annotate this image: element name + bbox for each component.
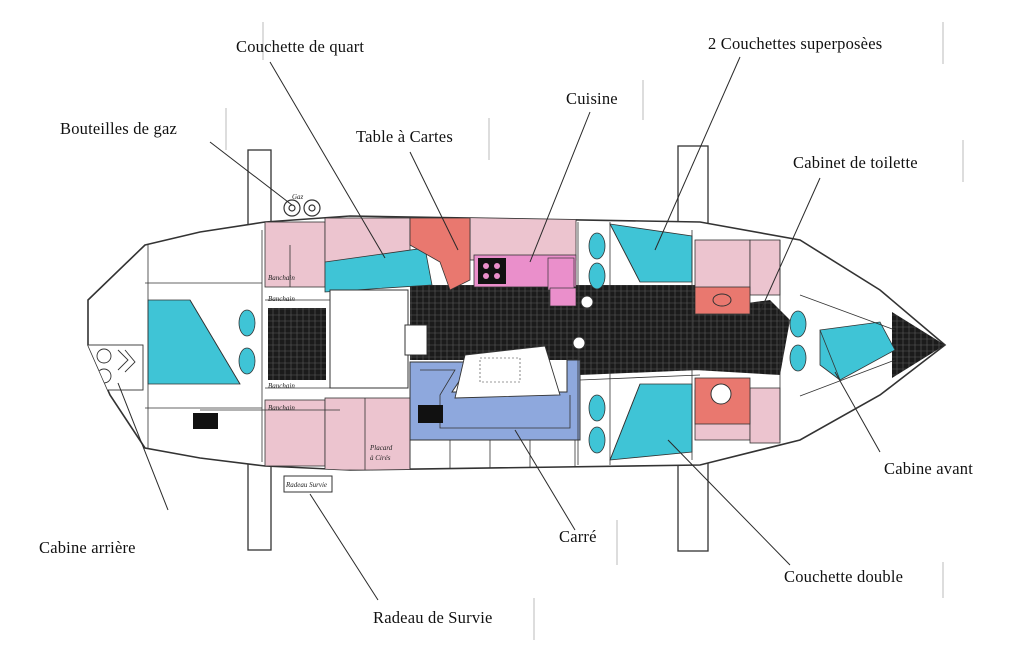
label-cabine-avant: Cabine avant: [884, 459, 973, 478]
aft-hatch-block: [193, 413, 218, 429]
saloon-floor: [410, 285, 700, 375]
galley-counter: [473, 254, 577, 307]
label-couchette-double: Couchette double: [784, 567, 904, 586]
bulkheads: [145, 222, 896, 470]
gas-bottles: [283, 199, 321, 217]
label-cuisine: Cuisine: [566, 89, 618, 108]
gaz-note: Gaz: [292, 193, 304, 201]
stern-gear: [88, 344, 144, 391]
label-radeau-survie: Radeau de Survie: [373, 608, 493, 627]
label-cabine-arriere: Cabine arrière: [39, 538, 136, 557]
label-cabinet-toilette: Cabinet de toilette: [793, 153, 918, 172]
banchain-note-2: Banchain: [268, 295, 295, 303]
label-couchettes-superposees: 2 Couchettes superposèes: [708, 34, 883, 53]
banchain-note-1: Banchain: [268, 274, 295, 282]
nav-instrument: [404, 324, 428, 356]
bow-locker: [892, 312, 945, 378]
head-fixtures: [572, 293, 732, 405]
portholes: [238, 232, 807, 454]
cirees-note: à Cirés: [370, 454, 391, 462]
placard-note: Placard: [369, 444, 393, 452]
paper-marks: [225, 22, 964, 640]
liferaft-box: [283, 475, 333, 493]
saloon-hatch-block: [418, 405, 443, 423]
radeau-box-note: Radeau Survie: [285, 481, 327, 489]
banchain-note-4: Banchain: [268, 404, 295, 412]
cyan-berths: [147, 223, 896, 461]
label-carre: Carré: [559, 527, 597, 546]
leader-lines: [117, 56, 881, 601]
chart-table-box: [329, 289, 409, 389]
aft-floor: [268, 308, 326, 380]
label-bouteilles-gaz: Bouteilles de gaz: [60, 119, 178, 138]
head-floor: [695, 300, 790, 375]
label-table-cartes: Table à Cartes: [356, 127, 453, 146]
saloon-table: [409, 345, 581, 441]
label-couchette-quart: Couchette de quart: [236, 37, 365, 56]
banchain-note-3: Banchain: [268, 382, 295, 390]
